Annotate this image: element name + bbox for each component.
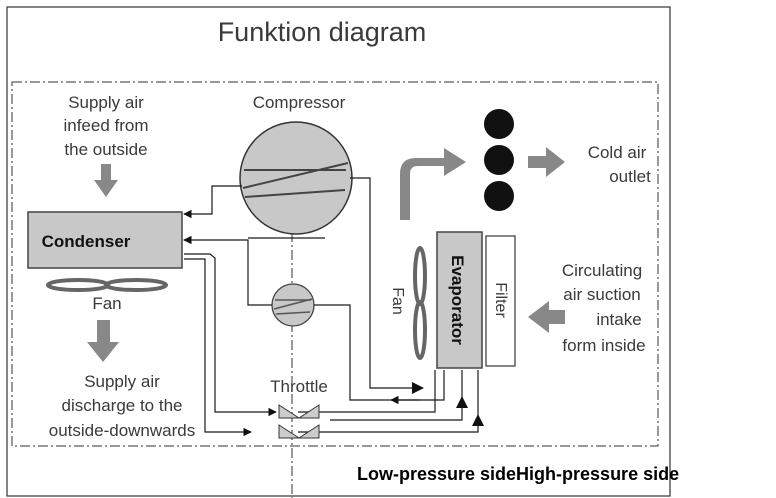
arrow-left-1-icon (412, 382, 424, 394)
supply-out-arrow-icon (87, 320, 119, 362)
left-fan-label: Fan (92, 294, 121, 313)
pressure-side-footer: Low-pressure sideHigh-pressure side (357, 464, 679, 485)
evaporator-box (436, 231, 483, 369)
filter-label: Filter (492, 282, 509, 318)
supply-in-label-3: the outside (64, 140, 147, 159)
compressor-icon (239, 121, 353, 235)
cold-air-label-2: outlet (609, 167, 651, 186)
arrow-up-2-icon (472, 414, 484, 426)
circulating-label-1: Circulating (562, 261, 642, 280)
high-pressure-label: High-pressure side (516, 464, 680, 484)
evaporator-label: Evaporator (448, 255, 467, 345)
left-fan-icon (46, 278, 168, 292)
expansion-valve-icon (271, 283, 315, 327)
supply-out-label-2: discharge to the (62, 396, 183, 415)
cold-air-arrow-icon (528, 147, 565, 177)
compressor-label: Compressor (253, 93, 346, 112)
diagram-title: Funktion diagram (218, 17, 427, 47)
cold-air-dot-3 (484, 181, 514, 211)
airflow-up-arrow-icon (400, 148, 466, 220)
supply-in-label-2: infeed from (63, 116, 148, 135)
condenser-box (27, 211, 183, 269)
circulating-label-3: intake (596, 310, 641, 329)
cold-air-label-1: Cold air (588, 143, 647, 162)
inner-boundary (11, 81, 659, 447)
intake-arrow-icon (528, 301, 565, 333)
right-fan-icon (413, 246, 427, 360)
supply-in-label-1: Supply air (68, 93, 144, 112)
filter-box (485, 235, 516, 367)
supply-out-label-3: outside-downwards (49, 421, 195, 440)
throttle-icon (278, 404, 320, 439)
low-pressure-label: Low-pressure side (357, 464, 517, 484)
circulating-label-4: form inside (562, 336, 645, 355)
throttle-label: Throttle (270, 377, 328, 396)
arrow-up-1-icon (456, 396, 468, 408)
outer-frame (6, 6, 671, 497)
supply-out-label-1: Supply air (84, 372, 160, 391)
supply-in-arrow-icon (94, 164, 118, 197)
cold-air-dot-2 (484, 145, 514, 175)
refrigerant-pipes (183, 177, 479, 437)
cold-air-dot-1 (484, 109, 514, 139)
condenser-label: Condenser (42, 232, 131, 251)
circulating-label-2: air suction (563, 285, 640, 304)
right-fan-label: Fan (389, 287, 406, 315)
